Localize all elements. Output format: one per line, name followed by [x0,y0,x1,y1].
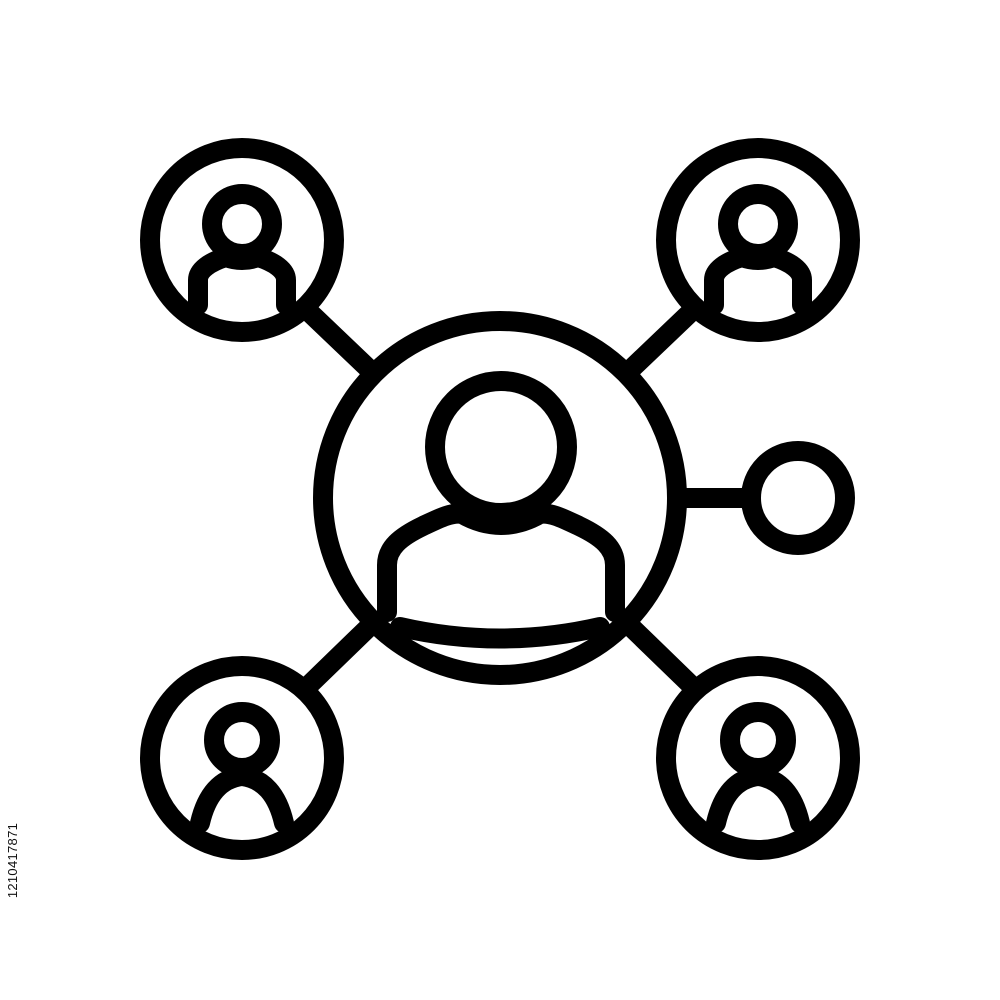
central-node-ring [313,311,687,685]
top-left-user-head [202,184,282,264]
central-user-body [377,503,625,622]
central-user-base [390,617,610,649]
top-left-node-ring [140,138,344,342]
bottom-right-user-body [706,766,810,833]
top-right-user-head [718,184,798,264]
right-empty-node [741,441,855,555]
top-left-user-node [140,138,344,342]
central-user-node [313,311,687,685]
central-user-head [425,371,577,523]
top-left-user-icon [188,184,296,315]
stock-id-text: 1210417871 [5,822,21,898]
connector-lines [296,299,755,698]
bottom-right-user-node [656,656,860,860]
top-right-user-icon [704,184,812,315]
top-right-user-body [704,247,812,315]
bottom-right-node-ring [656,656,860,860]
top-left-user-body [188,247,296,315]
bottom-right-user-head [720,702,796,778]
connector-bottom-right [618,614,704,698]
bottom-left-user-node [140,656,344,860]
top-right-user-node [656,138,860,342]
bottom-right-user-icon [706,702,810,833]
central-user-icon [377,371,625,649]
connector-top-right [618,299,704,382]
connector-top-left [296,299,382,382]
top-right-node-ring [656,138,860,342]
connector-bottom-left [296,614,382,698]
bottom-left-user-body [190,766,294,833]
bottom-left-user-icon [190,702,294,833]
bottom-left-node-ring [140,656,344,860]
bottom-left-user-head [204,702,280,778]
stock-id-label: 1210417871 [4,760,22,960]
right-node-ring [741,441,855,555]
